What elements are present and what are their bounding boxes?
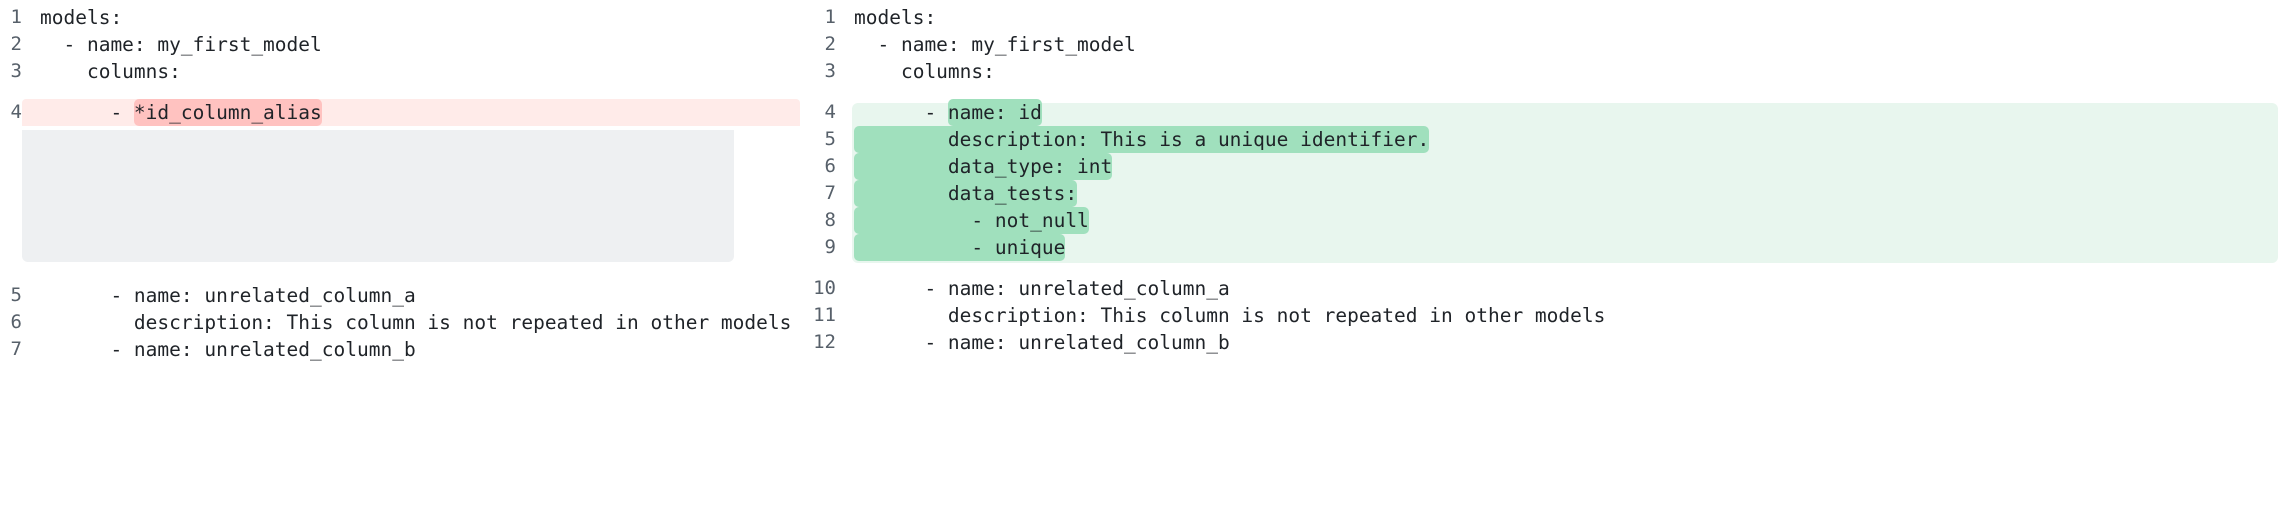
- right-code-lines: 1 models: 2 - name: my_first_model 3 col…: [800, 0, 2278, 356]
- block-gap: [0, 258, 800, 282]
- line-number: 2: [10, 33, 22, 55]
- code-line[interactable]: 1 models:: [0, 4, 800, 31]
- left-code-lines: 1 models: 2 - name: my_first_model 3 col…: [0, 0, 800, 363]
- line-content: data_tests:: [836, 180, 2278, 207]
- line-number: 11: [813, 304, 836, 326]
- line-content: columns:: [40, 60, 181, 83]
- code-line[interactable]: 3 columns:: [0, 58, 800, 85]
- line-number: 1: [10, 6, 22, 28]
- line-content: models:: [854, 6, 937, 29]
- code-line[interactable]: 10 - name: unrelated_column_a: [800, 275, 2278, 302]
- code-line[interactable]: 5 - name: unrelated_column_a: [0, 282, 800, 309]
- line-number: 6: [824, 155, 836, 177]
- line-content: - name: my_first_model: [40, 33, 322, 56]
- line-number: 4: [824, 101, 836, 123]
- line-number: 7: [824, 182, 836, 204]
- line-number: 1: [824, 6, 836, 28]
- block-gap: [800, 261, 2278, 275]
- line-number: 10: [813, 277, 836, 299]
- code-line-added[interactable]: 5 description: This is a unique identifi…: [800, 126, 2278, 153]
- code-line[interactable]: 2 - name: my_first_model: [0, 31, 800, 58]
- added-token: name: id: [947, 99, 1042, 126]
- line-content: - name: unrelated_column_b: [40, 338, 416, 361]
- added-token: data_type: int: [854, 153, 1113, 180]
- code-line[interactable]: 11 description: This column is not repea…: [800, 302, 2278, 329]
- line-gap: [800, 85, 2278, 99]
- elided-code-block: [22, 130, 734, 262]
- code-line-removed[interactable]: 4 - *id_column_alias: [0, 99, 800, 126]
- line-number: 7: [10, 338, 22, 360]
- line-content: - name: id: [836, 99, 2278, 126]
- added-token: - not_null: [854, 207, 1089, 234]
- line-content: - *id_column_alias: [22, 99, 800, 126]
- line-content: - unique: [836, 234, 2278, 261]
- added-token: description: This is a unique identifier…: [854, 126, 1430, 153]
- line-content: description: This is a unique identifier…: [836, 126, 2278, 153]
- line-number: 4: [10, 101, 22, 123]
- line-number: 3: [824, 60, 836, 82]
- line-content: columns:: [854, 60, 995, 83]
- line-content: - name: unrelated_column_a: [854, 277, 1230, 300]
- removed-token: *id_column_alias: [133, 99, 322, 126]
- line-gap: [0, 85, 800, 99]
- line-content: - name: unrelated_column_a: [40, 284, 416, 307]
- line-number: 6: [10, 311, 22, 333]
- line-content: description: This column is not repeated…: [40, 311, 792, 334]
- added-token: data_tests:: [854, 180, 1078, 207]
- line-content: - not_null: [836, 207, 2278, 234]
- line-number: 3: [10, 60, 22, 82]
- added-token: - unique: [854, 234, 1066, 261]
- code-line[interactable]: 6 description: This column is not repeat…: [0, 309, 800, 336]
- code-line-added[interactable]: 8 - not_null: [800, 207, 2278, 234]
- line-content: - name: unrelated_column_b: [854, 331, 1230, 354]
- code-line-added[interactable]: 9 - unique: [800, 234, 2278, 261]
- code-line-added[interactable]: 7 data_tests:: [800, 180, 2278, 207]
- line-content: - name: my_first_model: [854, 33, 1136, 56]
- line-number: 2: [824, 33, 836, 55]
- line-content: data_type: int: [836, 153, 2278, 180]
- code-line-added[interactable]: 6 data_type: int: [800, 153, 2278, 180]
- code-line[interactable]: 3 columns:: [800, 58, 2278, 85]
- code-line[interactable]: 7 - name: unrelated_column_b: [0, 336, 800, 363]
- line-number: 9: [824, 236, 836, 258]
- line-indent: -: [40, 101, 134, 124]
- elided-spacer: [0, 126, 800, 258]
- line-number: 12: [813, 331, 836, 353]
- code-line[interactable]: 1 models:: [800, 4, 2278, 31]
- before-yaml-pane: 1 models: 2 - name: my_first_model 3 col…: [0, 0, 800, 528]
- line-number: 8: [824, 209, 836, 231]
- line-content: models:: [40, 6, 123, 29]
- code-line[interactable]: 2 - name: my_first_model: [800, 31, 2278, 58]
- code-line[interactable]: 12 - name: unrelated_column_b: [800, 329, 2278, 356]
- line-number: 5: [10, 284, 22, 306]
- line-content: description: This column is not repeated…: [854, 304, 1606, 327]
- code-line-added[interactable]: 4 - name: id: [800, 99, 2278, 126]
- line-indent: -: [854, 101, 948, 124]
- line-number: 5: [824, 128, 836, 150]
- after-yaml-pane: 1 models: 2 - name: my_first_model 3 col…: [800, 0, 2278, 528]
